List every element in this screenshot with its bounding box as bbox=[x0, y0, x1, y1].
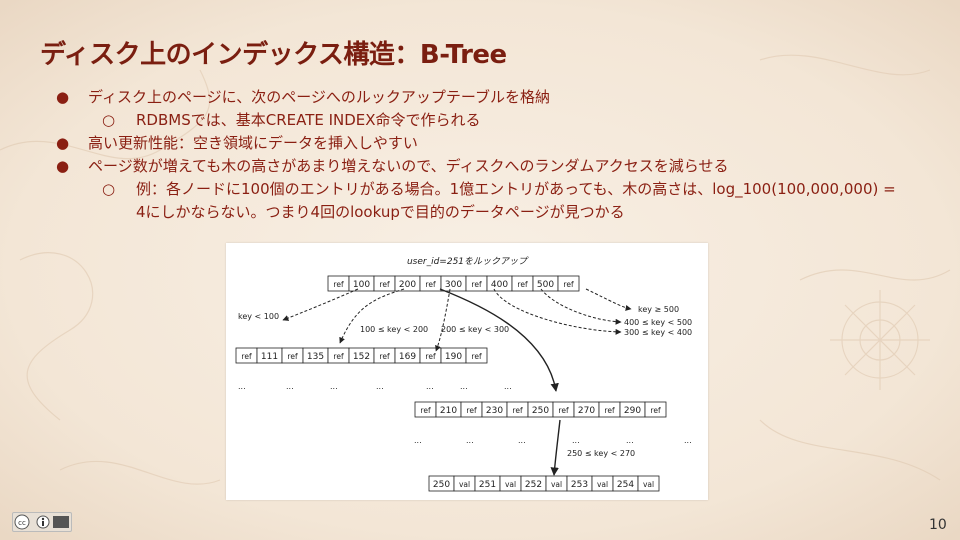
bullet-item: ●高い更新性能：空き領域にデータを挿入しやすい bbox=[56, 132, 896, 155]
pointer-arrow bbox=[282, 288, 359, 321]
bullet-dot-icon: ● bbox=[56, 134, 70, 152]
range-label: key < 100 bbox=[238, 312, 279, 321]
mid-child-node-cell-label: ref bbox=[558, 406, 569, 415]
root-node-cell-label: ref bbox=[563, 280, 574, 289]
leaf-node-cell-label: val bbox=[551, 480, 562, 489]
leaf-node-cell-label: val bbox=[459, 480, 470, 489]
sub-bullet-item: ○例：各ノードに100個のエントリがある場合。1億エントリがあっても、木の高さは… bbox=[56, 178, 896, 201]
root-node-cell bbox=[557, 275, 580, 292]
ellipsis-marker: ... bbox=[460, 382, 468, 391]
root-node-cell-label: ref bbox=[425, 280, 436, 289]
ellipsis-marker: ... bbox=[238, 382, 246, 391]
root-node-cell-label: 500 bbox=[537, 280, 554, 290]
left-child-node-cell bbox=[465, 347, 488, 364]
left-child-node-cell-label: 111 bbox=[261, 352, 278, 362]
mid-child-node-cell-label: ref bbox=[650, 406, 661, 415]
root-node-cell-label: 100 bbox=[353, 280, 370, 290]
sub-bullet-item: ○RDBMSでは、基本CREATE INDEX命令で作られる bbox=[56, 109, 896, 132]
bullet-circle-icon: ○ bbox=[102, 180, 116, 198]
ellipsis-marker: ... bbox=[684, 436, 692, 445]
leaf-node-cell-label: 252 bbox=[525, 480, 542, 490]
bullet-item: ●ページ数が増えても木の高さがあまり増えないので、ディスクへのランダムアクセスを… bbox=[56, 155, 896, 178]
bullet-dot-icon: ● bbox=[56, 157, 70, 175]
left-child-node-cell-label: ref bbox=[379, 352, 390, 361]
mid-child-node-cell-label: ref bbox=[420, 406, 431, 415]
left-child-node-cell-label: ref bbox=[287, 352, 298, 361]
pointer-arrow bbox=[435, 288, 451, 352]
ellipsis-marker: ... bbox=[414, 436, 422, 445]
ellipsis-marker: ... bbox=[504, 382, 512, 391]
ellipsis-marker: ... bbox=[426, 382, 434, 391]
left-child-node-cell-label: 135 bbox=[307, 352, 324, 362]
pointer-arrow bbox=[339, 288, 405, 344]
bullet-circle-icon: ○ bbox=[102, 111, 116, 129]
range-label: 300 ≤ key < 400 bbox=[624, 328, 692, 337]
slide-title: ディスク上のインデックス構造：B-Tree bbox=[40, 40, 507, 70]
ellipsis-marker: ... bbox=[466, 436, 474, 445]
left-child-node-cell-label: ref bbox=[333, 352, 344, 361]
root-node-cell-label: ref bbox=[379, 280, 390, 289]
bullet-list: ●ディスク上のページに、次のページへのルックアップテーブルを格納 ○RDBMSで… bbox=[56, 86, 896, 224]
root-node-cell-label: ref bbox=[517, 280, 528, 289]
leaf-node-cell bbox=[637, 475, 660, 492]
left-child-node-cell-label: ref bbox=[471, 352, 482, 361]
diagram-caption: user_id=251をルックアップ bbox=[407, 256, 529, 267]
mid-child-node-cell-label: 250 bbox=[532, 406, 549, 416]
mid-child-node-cell-label: 290 bbox=[624, 406, 641, 416]
pointer-arrow bbox=[585, 288, 632, 311]
mid-child-node-cell-label: ref bbox=[466, 406, 477, 415]
leaf-node-cell-label: 253 bbox=[571, 480, 588, 490]
svg-text:cc: cc bbox=[18, 519, 26, 527]
leaf-node-cell-label: 254 bbox=[617, 480, 634, 490]
range-label: 250 ≤ key < 270 bbox=[567, 449, 635, 458]
mid-child-node-cell-label: ref bbox=[604, 406, 615, 415]
root-node-cell-label: ref bbox=[333, 280, 344, 289]
ellipsis-marker: ... bbox=[376, 382, 384, 391]
btree-diagram: user_id=251をルックアップ ref 100 ref 200 ref 300 ref… bbox=[226, 243, 708, 500]
btree-svg: user_id=251をルックアップ ref 100 ref 200 ref 300 ref… bbox=[235, 256, 692, 492]
ellipsis-marker: ... bbox=[626, 436, 634, 445]
root-node-cell-label: ref bbox=[471, 280, 482, 289]
left-child-node-cell-label: 190 bbox=[445, 352, 462, 362]
bullet-item: ●ディスク上のページに、次のページへのルックアップテーブルを格納 bbox=[56, 86, 896, 109]
ellipsis-marker: ... bbox=[330, 382, 338, 391]
mid-child-node-cell-label: ref bbox=[512, 406, 523, 415]
left-child-node-cell-label: 152 bbox=[353, 352, 370, 362]
left-child-node-cell-label: ref bbox=[241, 352, 252, 361]
ellipsis-marker: ... bbox=[572, 436, 580, 445]
ellipsis-marker: ... bbox=[286, 382, 294, 391]
mid-child-node-cell-label: 210 bbox=[440, 406, 457, 416]
range-label: key ≥ 500 bbox=[638, 305, 679, 314]
sub-bullet-continuation: 4にしかならない。つまり4回のlookupで目的のデータページが見つかる bbox=[136, 203, 625, 221]
left-child-node-cell-label: 169 bbox=[399, 352, 416, 362]
leaf-node-cell-label: 250 bbox=[433, 480, 450, 490]
leaf-node-cell-label: 251 bbox=[479, 480, 496, 490]
left-child-node-cell-label: ref bbox=[425, 352, 436, 361]
root-node-cell-label: 200 bbox=[399, 280, 416, 290]
leaf-node-cell-label: val bbox=[505, 480, 516, 489]
range-label: 400 ≤ key < 500 bbox=[624, 318, 692, 327]
leaf-node-cell-label: val bbox=[597, 480, 608, 489]
root-node-cell-label: 300 bbox=[445, 280, 462, 290]
range-label: 200 ≤ key < 300 bbox=[441, 325, 509, 334]
bullet-dot-icon: ● bbox=[56, 88, 70, 106]
pointer-arrow bbox=[540, 288, 622, 325]
lookup-path-arrow bbox=[550, 419, 561, 476]
root-node-cell-label: 400 bbox=[491, 280, 508, 290]
mid-child-node-cell-label: 270 bbox=[578, 406, 595, 416]
page-number: 10 bbox=[929, 517, 947, 533]
mid-child-node-cell-label: 230 bbox=[486, 406, 503, 416]
leaf-node-cell-label: val bbox=[643, 480, 654, 489]
ellipsis-marker: ... bbox=[518, 436, 526, 445]
mid-child-node-cell bbox=[644, 401, 667, 418]
cc-by-icon: cc bbox=[12, 512, 72, 532]
lookup-path-arrow bbox=[439, 288, 559, 392]
range-label: 100 ≤ key < 200 bbox=[360, 325, 428, 334]
pointer-arrow bbox=[493, 288, 622, 335]
